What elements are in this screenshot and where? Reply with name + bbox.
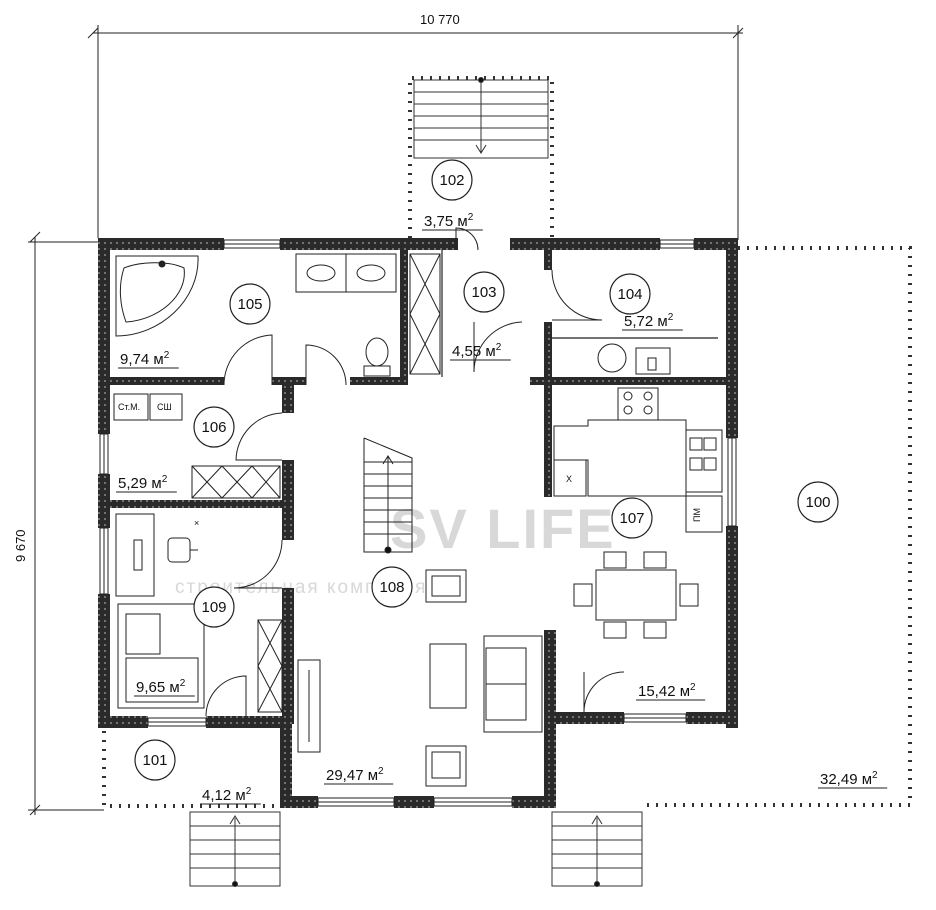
toilet bbox=[363, 337, 391, 377]
room-circle-107 bbox=[611, 497, 653, 539]
coffee-table bbox=[429, 643, 467, 709]
room-number-100: 100 bbox=[805, 494, 830, 511]
room-number-105: 105 bbox=[237, 296, 262, 313]
closet-103 bbox=[409, 253, 441, 375]
room-area-107: 15,42 м2 bbox=[638, 682, 696, 700]
watermark-brand: SV LIFE bbox=[390, 497, 616, 560]
stair-south-right bbox=[551, 811, 643, 887]
exterior-walls bbox=[98, 238, 738, 808]
terrace-100-railing bbox=[640, 246, 912, 807]
bathtub bbox=[115, 255, 199, 337]
room-area-104: 5,72 м2 bbox=[624, 312, 674, 330]
room-area-100: 32,49 м2 bbox=[820, 770, 878, 788]
dishwasher-label: ПМ bbox=[692, 508, 702, 522]
dimension-width-label: 10 770 bbox=[420, 12, 460, 27]
stair-south-left bbox=[189, 811, 281, 887]
room-circle-106 bbox=[193, 406, 235, 448]
room-circle-101 bbox=[134, 739, 176, 781]
room-circle-108 bbox=[371, 566, 413, 608]
light-partitions bbox=[441, 250, 718, 377]
porch-101-railing bbox=[102, 722, 280, 808]
dining-set bbox=[573, 551, 699, 639]
room-number-102: 102 bbox=[439, 172, 464, 189]
room-area-102: 3,75 м2 bbox=[424, 212, 474, 230]
dryer-label: СШ bbox=[157, 402, 172, 412]
room-area-101: 4,12 м2 bbox=[202, 786, 252, 804]
room-area-106: 5,29 м2 bbox=[118, 474, 168, 492]
room-area-108: 29,47 м2 bbox=[326, 766, 384, 784]
utility-sink bbox=[635, 347, 671, 375]
cross-mark: × bbox=[194, 518, 199, 528]
watermark: SV LIFE строительная компания bbox=[175, 497, 616, 598]
room-circle-109 bbox=[193, 586, 235, 628]
room-number-106: 106 bbox=[201, 419, 226, 436]
dimension-width bbox=[87, 25, 744, 240]
tv-console bbox=[297, 659, 321, 753]
room-circle-105 bbox=[229, 283, 271, 325]
laundry-machines bbox=[113, 393, 183, 421]
room-area-109: 9,65 м2 bbox=[136, 678, 186, 696]
room-number-109: 109 bbox=[201, 599, 226, 616]
desk bbox=[115, 513, 198, 597]
fridge-label: Х bbox=[566, 474, 572, 484]
room-number-101: 101 bbox=[142, 752, 167, 769]
stair-north bbox=[413, 77, 549, 159]
boiler bbox=[597, 343, 627, 373]
double-sink bbox=[295, 253, 397, 293]
room-circle-100 bbox=[797, 481, 839, 523]
stove bbox=[617, 387, 659, 421]
room-number-103: 103 bbox=[471, 284, 496, 301]
dimension-height bbox=[28, 231, 104, 816]
kitchen-counter bbox=[553, 419, 723, 533]
armchair-bottom bbox=[425, 745, 467, 787]
sofa-108 bbox=[483, 635, 543, 733]
room-number-104: 104 bbox=[617, 286, 642, 303]
closet-109 bbox=[257, 619, 283, 713]
armchair-top bbox=[425, 569, 467, 603]
doors bbox=[205, 227, 625, 717]
room-markers: 100 32,49 м2 101 4,12 м2 102 3,75 м2 103 4,55 м… bbox=[116, 159, 888, 805]
interior-walls bbox=[110, 250, 726, 724]
dimension-height-label: 9 670 bbox=[13, 529, 28, 562]
sofa-109 bbox=[117, 603, 205, 709]
room-number-107: 107 bbox=[619, 510, 644, 527]
watermark-tagline: строительная компания bbox=[175, 577, 427, 598]
internal-stair bbox=[363, 437, 413, 554]
room-circle-104 bbox=[609, 273, 651, 315]
room-number-108: 108 bbox=[379, 579, 404, 596]
room-area-103: 4,55 м2 bbox=[452, 342, 502, 360]
room-circle-102 bbox=[431, 159, 473, 201]
washer-label: Ст.М. bbox=[118, 402, 140, 412]
room-circle-103 bbox=[463, 271, 505, 313]
closet-106 bbox=[191, 465, 281, 499]
room-area-105: 9,74 м2 bbox=[120, 350, 170, 368]
windows bbox=[99, 239, 737, 807]
